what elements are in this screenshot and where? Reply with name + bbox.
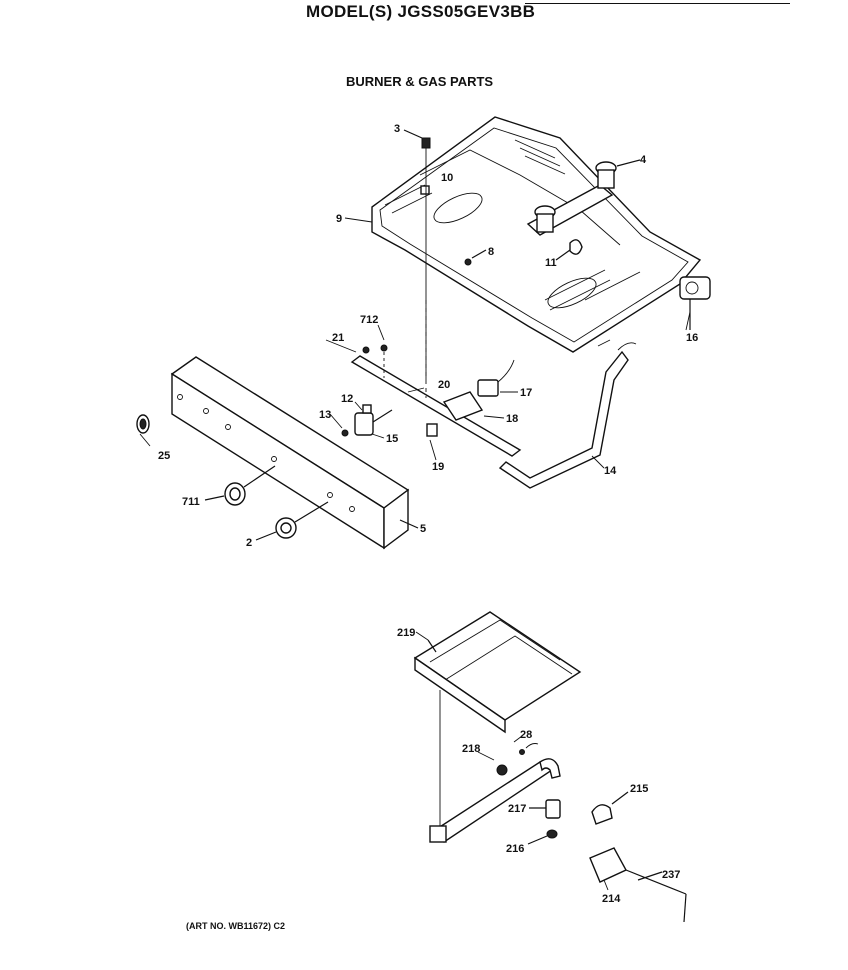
callout-3: 3 — [394, 123, 400, 135]
callout-215: 215 — [630, 783, 648, 795]
header-rule — [525, 3, 790, 4]
orifice-parts — [527, 799, 561, 845]
callout-216: 216 — [506, 843, 524, 855]
callout-18: 18 — [506, 413, 518, 425]
callout-15: 15 — [386, 433, 398, 445]
callout-217: 217 — [508, 803, 526, 815]
burner-valve — [341, 404, 393, 437]
burner-orifice-holder — [526, 159, 641, 236]
leader-lines — [139, 217, 691, 891]
callout-10: 10 — [441, 172, 453, 184]
callout-21: 21 — [332, 332, 344, 344]
callout-4: 4 — [640, 154, 647, 166]
callout-20: 20 — [438, 379, 450, 391]
gas-valve — [679, 276, 711, 330]
burner-cover — [413, 611, 582, 830]
callout-19: 19 — [432, 461, 444, 473]
manifold-panel — [170, 356, 419, 550]
lower-burner-tube — [429, 743, 561, 843]
thermostat-bracket — [589, 791, 687, 923]
small-fasteners — [362, 300, 427, 398]
callout-8: 8 — [488, 246, 494, 258]
callout-2: 2 — [246, 537, 252, 549]
clip — [464, 239, 583, 266]
callout-9: 9 — [336, 213, 342, 225]
callout-237: 237 — [662, 869, 680, 881]
art-number: (ART NO. WB11672) C2 — [186, 921, 286, 931]
callout-14: 14 — [604, 465, 617, 477]
callout-218: 218 — [462, 743, 480, 755]
section-title: BURNER & GAS PARTS — [346, 74, 494, 89]
callout-5: 5 — [420, 523, 426, 535]
callout-28: 28 — [520, 729, 532, 741]
callout-labels: 3 4 9 10 8 11 16 712 21 20 17 18 12 13 1… — [158, 123, 698, 905]
burner-box — [371, 116, 702, 353]
model-title: MODEL(S) JGSS05GEV3BB — [306, 2, 536, 21]
callout-25: 25 — [158, 450, 170, 462]
callout-12: 12 — [341, 393, 353, 405]
igniter-switch — [426, 359, 515, 437]
callout-712: 712 — [360, 314, 378, 326]
callout-16: 16 — [686, 332, 698, 344]
manifold-pipe — [350, 342, 637, 489]
callout-11: 11 — [545, 257, 557, 269]
callout-17: 17 — [520, 387, 532, 399]
callout-13: 13 — [319, 409, 331, 421]
callout-219: 219 — [397, 627, 415, 639]
control-knobs — [136, 414, 329, 541]
callout-214: 214 — [602, 893, 621, 905]
callout-711: 711 — [182, 496, 200, 508]
